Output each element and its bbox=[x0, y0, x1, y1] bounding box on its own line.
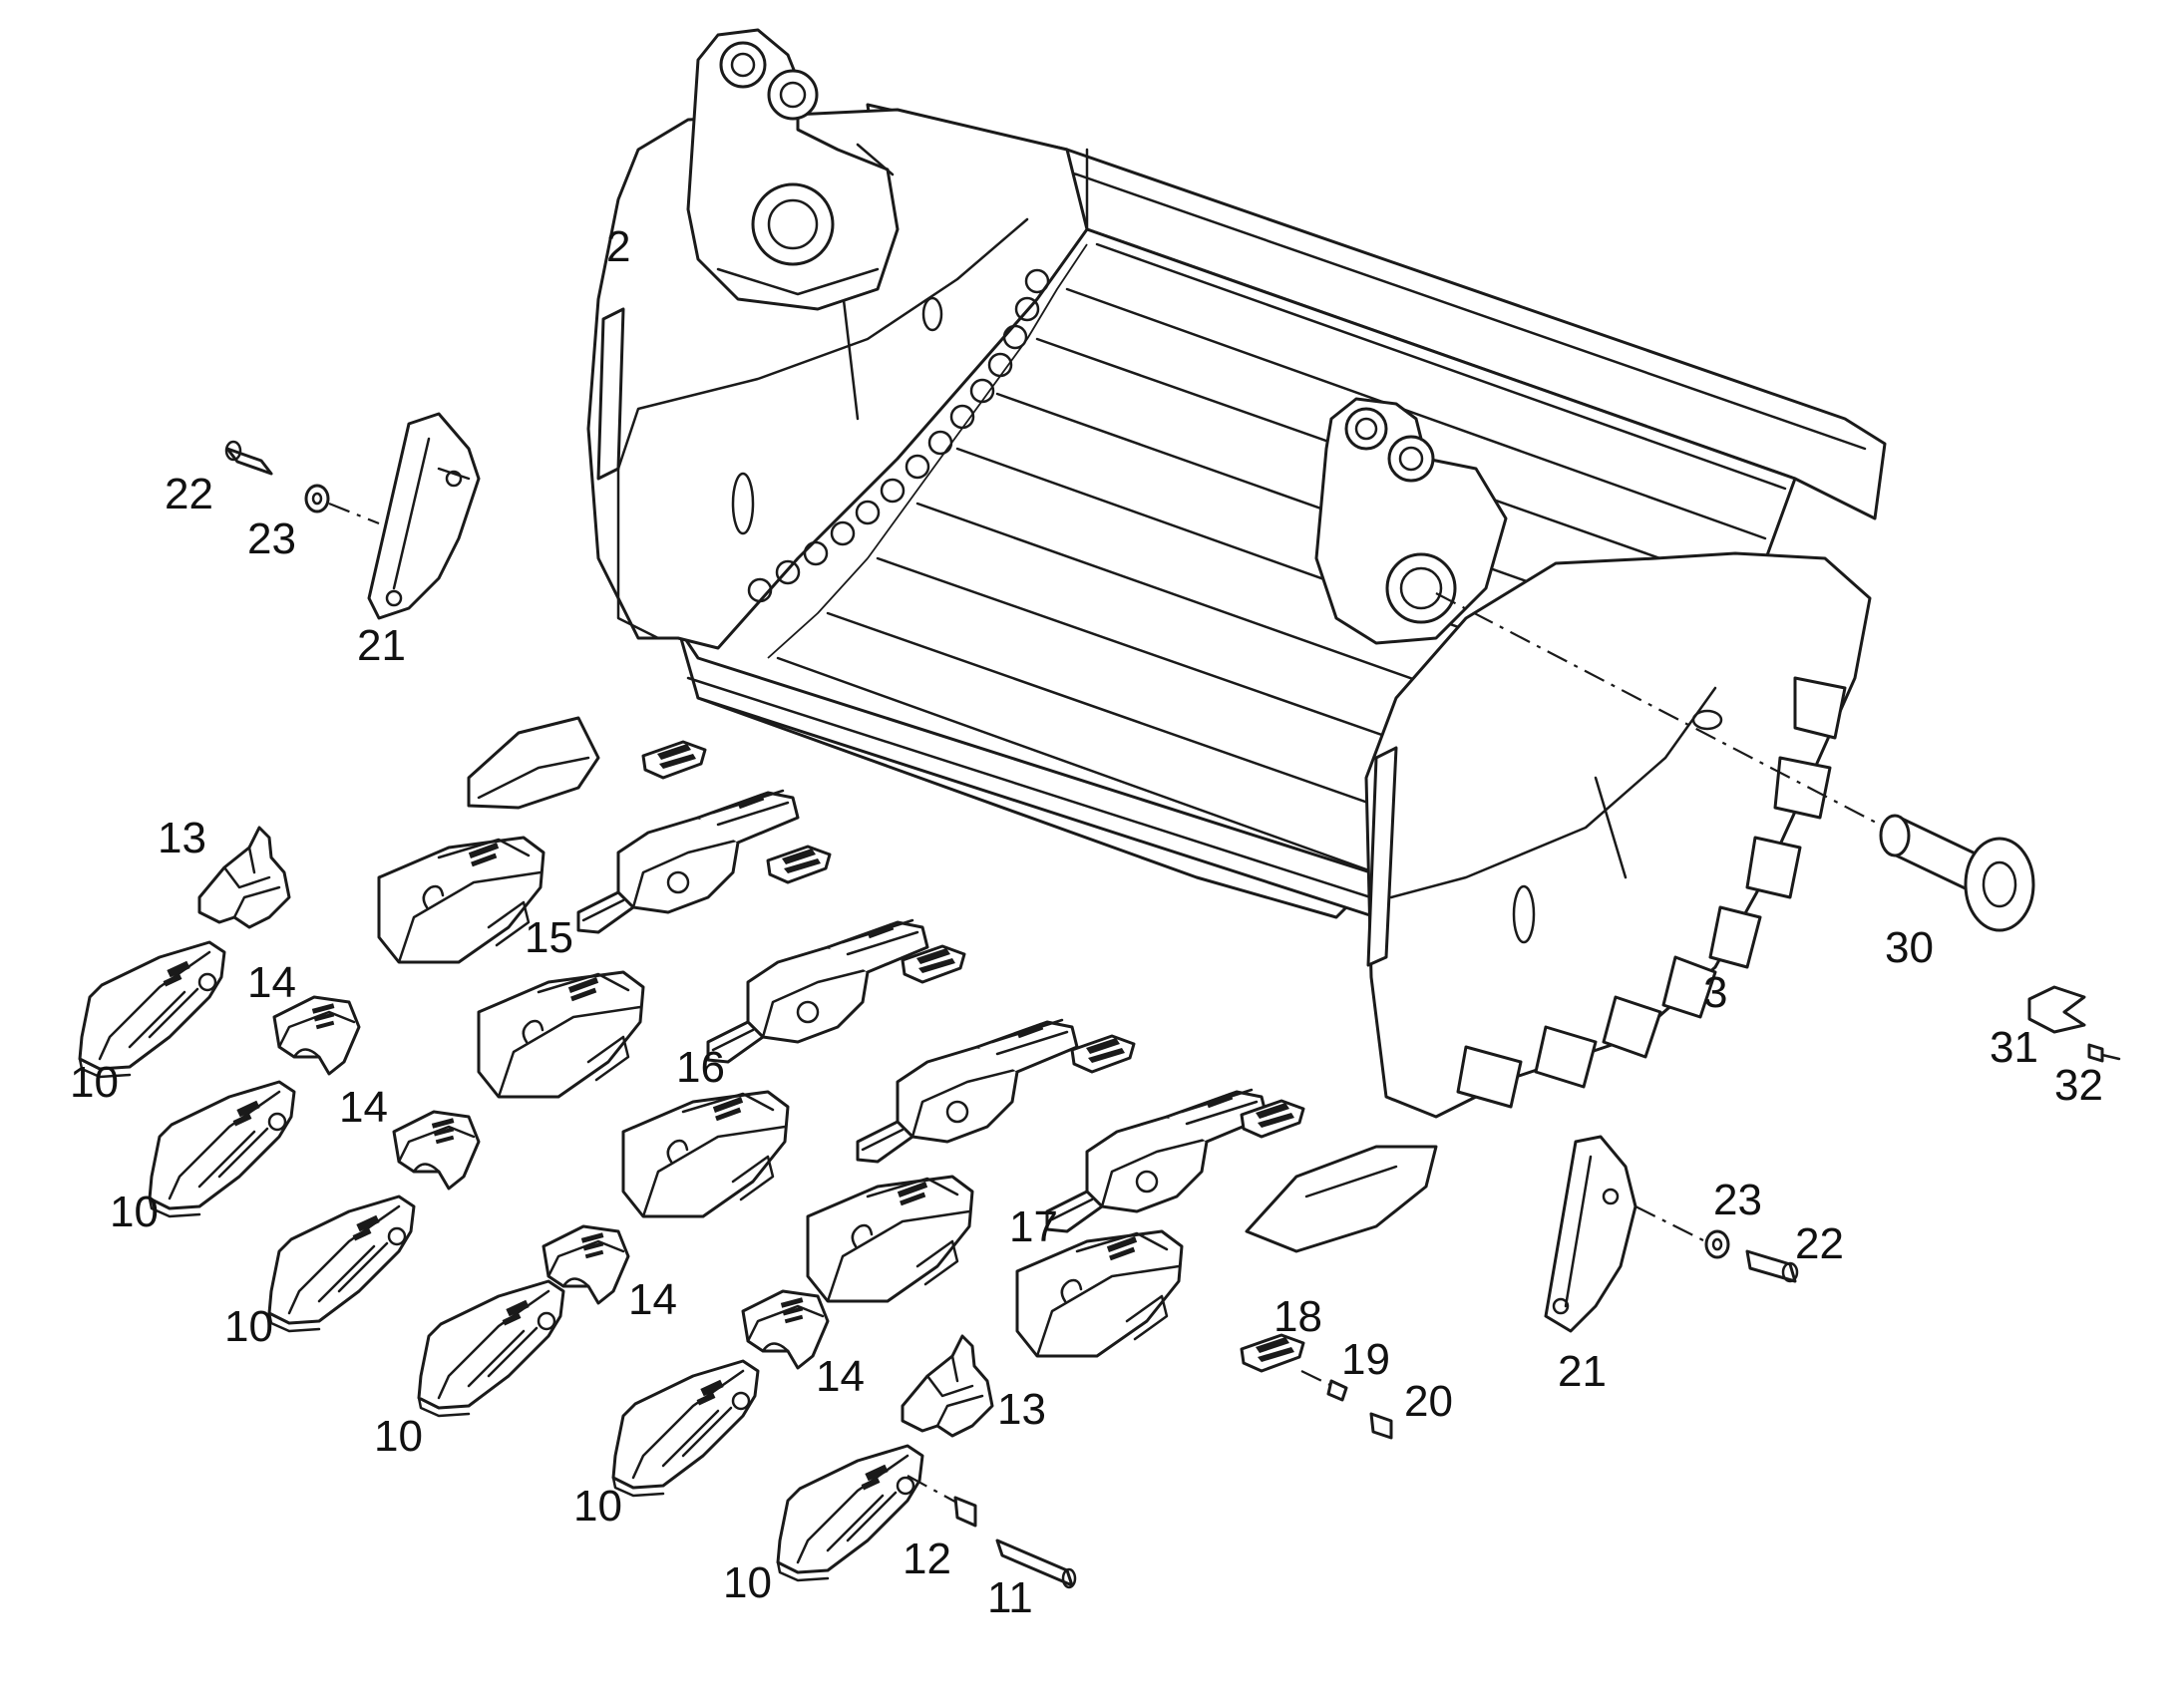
callout-13: 13 bbox=[158, 814, 206, 862]
left-mounting-lug bbox=[686, 28, 900, 311]
wear-clip-and-bolt bbox=[1240, 1333, 1393, 1440]
callout-31: 31 bbox=[1990, 1023, 2038, 1072]
callout-3: 3 bbox=[1703, 968, 1727, 1017]
callout-22: 22 bbox=[165, 470, 213, 518]
callout-14: 14 bbox=[628, 1275, 677, 1324]
heel-shrouds bbox=[1456, 676, 1847, 1109]
callout-23: 23 bbox=[247, 514, 296, 563]
callout-12: 12 bbox=[903, 1535, 951, 1583]
callout-18: 18 bbox=[1273, 1292, 1322, 1341]
callout-2: 2 bbox=[606, 222, 630, 271]
callout-23: 23 bbox=[1713, 1176, 1762, 1224]
callout-10: 10 bbox=[110, 1188, 159, 1236]
callout-22: 22 bbox=[1795, 1219, 1844, 1268]
callout-16: 16 bbox=[676, 1043, 725, 1092]
callout-13: 13 bbox=[997, 1385, 1046, 1434]
side-liner-holes bbox=[747, 268, 1050, 603]
callout-20: 20 bbox=[1404, 1377, 1453, 1426]
tooth-pin-and-lock bbox=[907, 1475, 1077, 1589]
callout-14: 14 bbox=[339, 1083, 388, 1132]
callout-17: 17 bbox=[1009, 1202, 1058, 1251]
callout-30: 30 bbox=[1885, 923, 1934, 972]
callout-11: 11 bbox=[987, 1573, 1033, 1622]
callout-10: 10 bbox=[374, 1412, 423, 1461]
side-shroud-left bbox=[367, 412, 481, 620]
callout-32: 32 bbox=[2054, 1061, 2103, 1110]
callout-10: 10 bbox=[224, 1302, 273, 1351]
bucket-assembly bbox=[467, 28, 1887, 1253]
callout-19: 19 bbox=[1341, 1335, 1390, 1384]
callout-14: 14 bbox=[247, 958, 296, 1007]
side-pins-and-washers bbox=[224, 440, 1799, 1283]
callout-10: 10 bbox=[70, 1058, 119, 1107]
side-shroud-right bbox=[1544, 1135, 1637, 1333]
right-mounting-lug bbox=[1314, 397, 1508, 645]
callout-10: 10 bbox=[723, 1558, 772, 1607]
callout-15: 15 bbox=[525, 913, 573, 962]
lip-shrouds bbox=[377, 836, 1184, 1358]
callout-labels: 2 3 10 10 10 10 10 10 11 12 13 13 14 14 … bbox=[70, 222, 2103, 1622]
callout-10: 10 bbox=[573, 1482, 622, 1531]
callout-21: 21 bbox=[1558, 1347, 1607, 1396]
callout-14: 14 bbox=[816, 1352, 865, 1401]
pivot-pin-assembly bbox=[1435, 592, 2121, 1063]
callout-21: 21 bbox=[357, 621, 406, 670]
